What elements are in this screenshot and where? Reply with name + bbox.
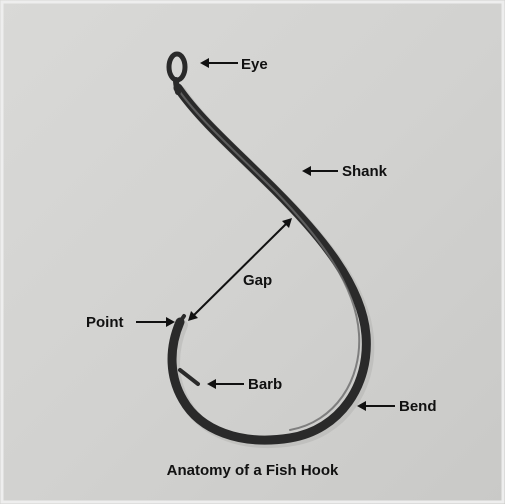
bend-label: Bend bbox=[399, 399, 437, 414]
hook-eye-neck bbox=[176, 80, 178, 92]
figure-caption: Anatomy of a Fish Hook bbox=[0, 462, 505, 479]
barb-label: Barb bbox=[248, 377, 282, 392]
gap-label: Gap bbox=[243, 273, 272, 288]
shank-label: Shank bbox=[342, 164, 387, 179]
point-label: Point bbox=[86, 315, 124, 330]
eye-label: Eye bbox=[241, 57, 268, 72]
